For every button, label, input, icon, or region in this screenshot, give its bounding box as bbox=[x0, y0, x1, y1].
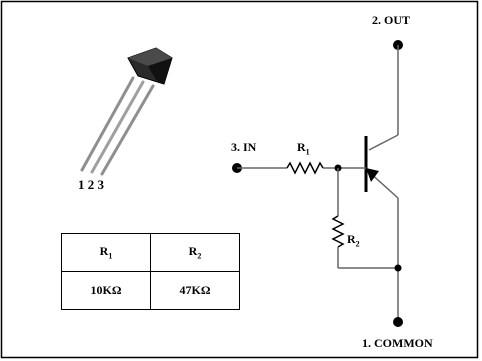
lead-1 bbox=[80, 76, 135, 172]
common-terminal bbox=[393, 317, 403, 327]
r1-label-main: R bbox=[297, 140, 306, 154]
package-side bbox=[148, 58, 172, 84]
to92-package-icon bbox=[80, 47, 173, 176]
lead-2 bbox=[90, 80, 145, 174]
emitter-arrow-icon bbox=[366, 168, 399, 199]
r2-label: R2 bbox=[347, 233, 360, 248]
table-header-row: R1 R2 bbox=[61, 233, 240, 272]
header-r2: R2 bbox=[150, 233, 240, 272]
resistor-values-table: R1 R2 10KΩ 47KΩ bbox=[61, 233, 240, 310]
r1-label: R1 bbox=[297, 141, 310, 156]
common-label: 1. COMMON bbox=[362, 336, 433, 350]
r2-branch bbox=[331, 168, 398, 269]
common-wire bbox=[393, 198, 403, 327]
table-value-row: 10KΩ 47KΩ bbox=[61, 271, 240, 310]
r1-resistor-icon bbox=[286, 161, 324, 175]
header-r1: R1 bbox=[61, 233, 151, 272]
in-label: 3. IN bbox=[231, 140, 257, 154]
out-label: 2. OUT bbox=[372, 13, 411, 27]
junction-dot bbox=[394, 264, 402, 272]
lead-3 bbox=[100, 84, 155, 176]
output-wire bbox=[368, 40, 403, 151]
r2-label-sub: 2 bbox=[355, 239, 360, 249]
r2-label-main: R bbox=[347, 232, 356, 246]
r1-label-sub: 1 bbox=[305, 147, 310, 157]
input-wire bbox=[232, 161, 366, 175]
value-r2: 47KΩ bbox=[150, 271, 240, 310]
package-pin-numbers: 1 2 3 bbox=[78, 177, 104, 192]
value-r1: 10KΩ bbox=[61, 271, 151, 310]
package-top bbox=[128, 48, 172, 66]
r2-resistor-icon bbox=[331, 215, 345, 248]
